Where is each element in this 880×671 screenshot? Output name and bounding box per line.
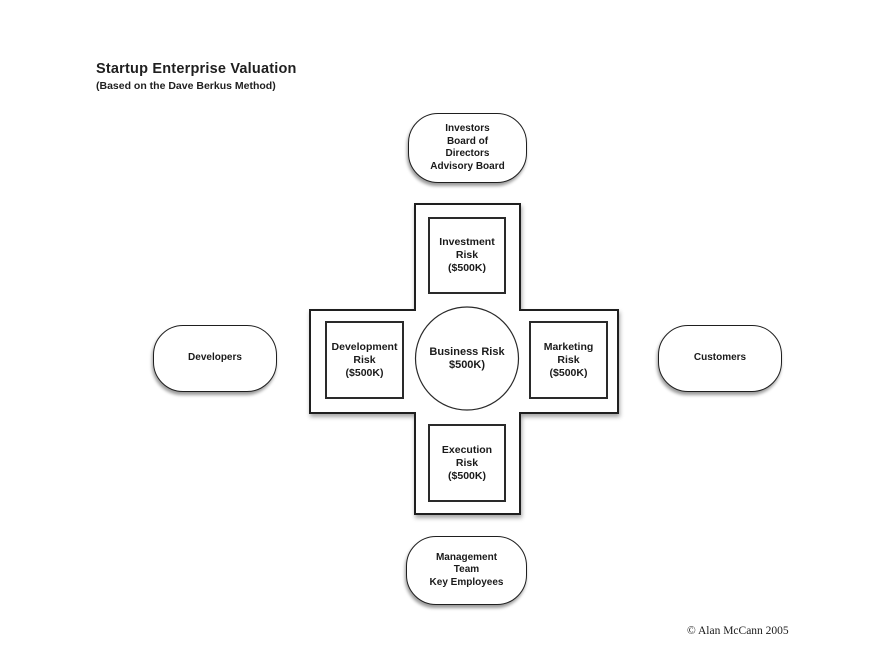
development-risk-box: Development Risk ($500K) <box>325 321 404 399</box>
business-risk-label: Business Risk $500K) <box>429 345 505 371</box>
investment-risk-label: Investment Risk ($500K) <box>439 236 495 274</box>
development-risk-label: Development Risk ($500K) <box>331 340 398 379</box>
marketing-risk-box: Marketing Risk ($500K) <box>529 321 608 399</box>
developers-node: Developers <box>153 325 277 392</box>
developers-label: Developers <box>188 352 242 364</box>
marketing-risk-label: Marketing Risk ($500K) <box>543 340 594 379</box>
title-block: Startup Enterprise Valuation (Based on t… <box>96 61 297 92</box>
page-title: Startup Enterprise Valuation <box>96 61 297 77</box>
management-label: Management Team Key Employees <box>429 551 504 588</box>
investors-label: Investors Board of Directors Advisory Bo… <box>430 123 505 172</box>
investment-risk-box: Investment Risk ($500K) <box>428 217 506 294</box>
execution-risk-box: Execution Risk ($500K) <box>428 424 506 502</box>
customers-label: Customers <box>693 352 747 364</box>
customers-node: Customers <box>658 325 782 392</box>
business-risk-circle <box>414 306 520 411</box>
execution-risk-label: Execution Risk ($500K) <box>441 443 493 482</box>
page-subtitle: (Based on the Dave Berkus Method) <box>96 80 276 92</box>
management-node: Management Team Key Employees <box>406 536 527 605</box>
investors-node: Investors Board of Directors Advisory Bo… <box>408 113 527 183</box>
copyright-note: © Alan McCann 2005 <box>687 625 789 637</box>
